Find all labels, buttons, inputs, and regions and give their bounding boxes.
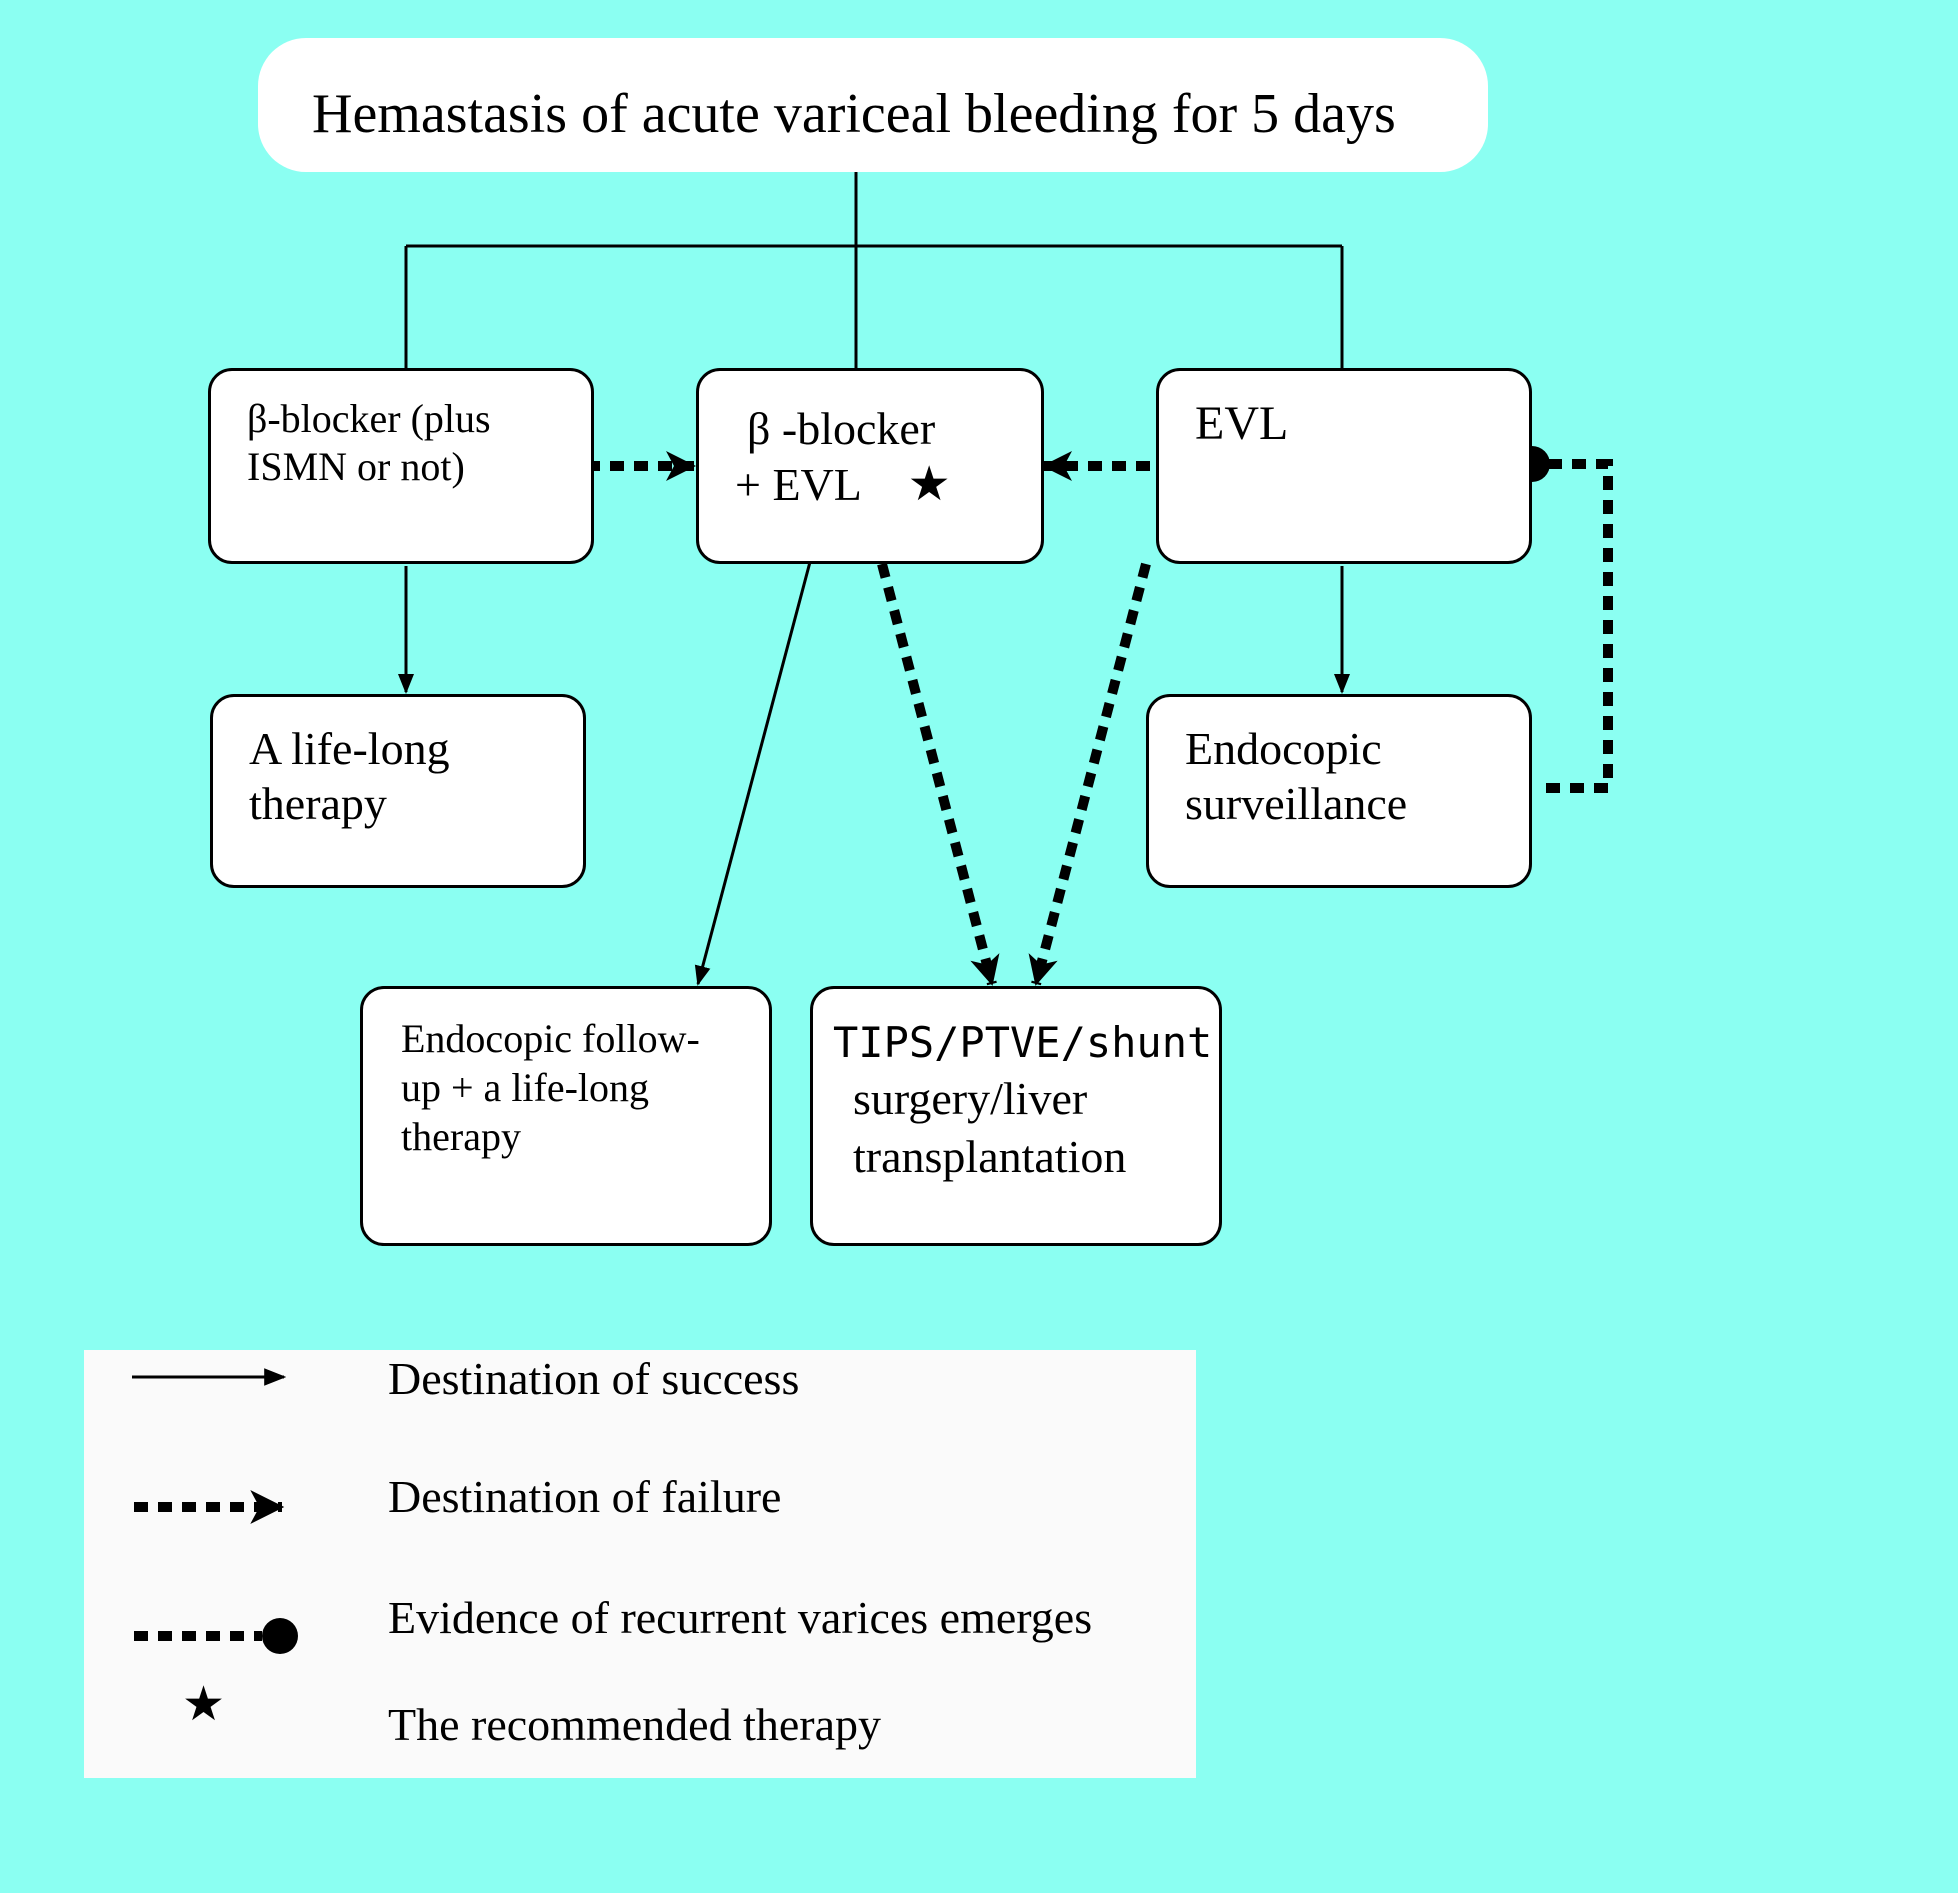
arrow-beta-blocker-evl-to-follow-up (694, 561, 812, 986)
tips-box: TIPS/PTVE/shunt surgery/liver transplant… (810, 986, 1222, 1246)
failure-arrow-evl-to-tips (1028, 562, 1151, 986)
legend-failure-label: Destination of failure (388, 1471, 782, 1522)
beta-blocker-box: β-blocker (plus ISMN or not) (208, 368, 594, 564)
life-long-therapy-box: A life-long therapy (210, 694, 586, 888)
beta-blocker-line-2: ISMN or not) (247, 444, 465, 489)
failure-arrow-beta-blocker-evl-to-tips (877, 562, 1000, 986)
life-long-line-1: A life-long (249, 723, 450, 774)
follow-up-box: Endocopic follow- up + a life-long thera… (360, 986, 772, 1246)
legend: Destination of success Destination of fa… (84, 1350, 1196, 1778)
tips-line-2: surgery/liver (853, 1072, 1088, 1124)
legend-success-label: Destination of success (388, 1353, 800, 1404)
tips-line-1: TIPS/PTVE/shunt (833, 1018, 1213, 1067)
beta-blocker-evl-box: β -blocker + EVL ★ (696, 368, 1044, 564)
recommended-star-icon: ★ (907, 458, 951, 512)
title-text: Hemastasis of acute variceal bleeding fo… (312, 83, 1396, 145)
legend-recurrent-dot-icon (262, 1618, 298, 1654)
beta-blocker-line-1: β-blocker (plus (247, 396, 491, 441)
life-long-line-2: therapy (249, 778, 387, 830)
tips-line-3: transplantation (853, 1130, 1127, 1182)
beta-blocker-evl-line-1: β -blocker (747, 403, 936, 454)
surveillance-line-2: surveillance (1185, 778, 1408, 830)
title-box: Hemastasis of acute variceal bleeding fo… (258, 38, 1488, 172)
beta-blocker-evl-line-2: + EVL (735, 459, 861, 511)
recurrent-loop-line (1546, 459, 1613, 793)
follow-up-line-1: Endocopic follow- (401, 1016, 700, 1061)
legend-recurrent-label: Evidence of recurrent varices emerges (388, 1592, 1093, 1643)
legend-star-icon: ★ (182, 1678, 226, 1731)
legend-recommended-label: The recommended therapy (388, 1699, 881, 1750)
evl-box: EVL (1156, 368, 1532, 564)
evl-line-1: EVL (1195, 397, 1289, 450)
follow-up-line-2: up + a life-long (401, 1064, 650, 1110)
legend-symbols (132, 1368, 298, 1654)
follow-up-line-3: therapy (401, 1113, 521, 1159)
endoscopic-surveillance-box: Endocopic surveillance (1146, 694, 1532, 888)
surveillance-line-1: Endocopic (1185, 723, 1382, 774)
